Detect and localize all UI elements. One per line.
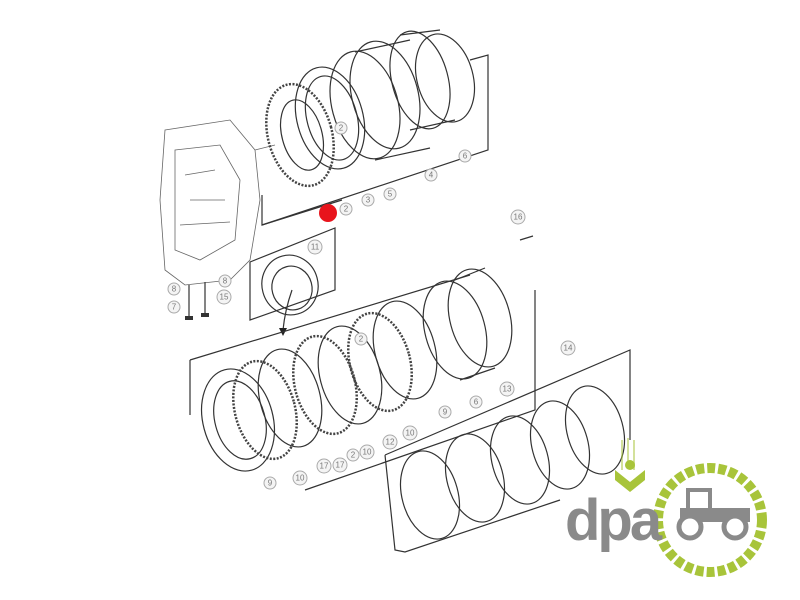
callout-10: 10 [359, 444, 375, 460]
svg-text:2: 2 [351, 451, 356, 460]
svg-text:14: 14 [564, 344, 573, 353]
callout-14: 14 [560, 340, 576, 356]
cover-plate-11 [261, 254, 319, 316]
callout-11: 11 [307, 239, 323, 255]
callout-7: 7 [167, 300, 181, 314]
lower-group-frame [189, 274, 536, 491]
svg-text:2: 2 [359, 335, 364, 344]
spring-rings-14 [399, 385, 626, 540]
spring-frame [384, 349, 631, 553]
svg-text:6: 6 [463, 152, 468, 161]
svg-text:7: 7 [172, 303, 177, 312]
svg-text:6: 6 [474, 398, 479, 407]
callout-4: 4 [424, 168, 438, 182]
callout-12: 12 [382, 434, 398, 450]
svg-text:13: 13 [503, 385, 512, 394]
callout-2: 2 [334, 121, 348, 135]
svg-text:11: 11 [311, 243, 320, 252]
callout-17: 17 [332, 457, 348, 473]
separator-plate-upper [294, 66, 366, 170]
callout-10: 10 [292, 470, 308, 486]
svg-text:9: 9 [268, 479, 273, 488]
svg-text:16: 16 [514, 213, 523, 222]
arrow-indicator [282, 289, 293, 331]
piston-upper [329, 39, 431, 161]
svg-text:5: 5 [388, 190, 393, 199]
svg-text:dpa: dpa [565, 488, 663, 553]
svg-text:3: 3 [366, 196, 371, 205]
callout-15: 15 [216, 289, 232, 305]
callout-2: 2 [339, 202, 353, 216]
callout-9: 9 [438, 405, 452, 419]
svg-text:10: 10 [296, 474, 305, 483]
callout-10: 10 [402, 425, 418, 441]
callout-3: 3 [361, 193, 375, 207]
callout-5: 5 [383, 187, 397, 201]
svg-text:2: 2 [339, 124, 344, 133]
svg-text:17: 17 [336, 461, 345, 470]
callout-8: 8 [218, 274, 232, 288]
callout-2: 2 [346, 448, 360, 462]
svg-text:17: 17 [320, 462, 329, 471]
lower-clutch-pack [201, 267, 513, 472]
svg-text:8: 8 [223, 277, 228, 286]
highlight-marker[interactable] [319, 204, 337, 222]
callout-9: 9 [263, 476, 277, 490]
friction-disc-upper [265, 82, 335, 188]
upper-group-frame [261, 54, 489, 226]
svg-text:4: 4 [429, 171, 434, 180]
dpa-logo: dpa [565, 438, 767, 577]
transmission-housing [159, 119, 276, 286]
callout-6: 6 [458, 149, 472, 163]
svg-text:12: 12 [386, 438, 395, 447]
callout-13: 13 [499, 381, 515, 397]
bolts [185, 235, 534, 320]
drum-upper [389, 29, 476, 131]
callout-8: 8 [167, 282, 181, 296]
callout-labels: 2 6 4 5 3 2 11 16 8 8 15 7 2 13 6 9 10 1… [167, 121, 576, 490]
svg-text:10: 10 [406, 429, 415, 438]
svg-text:15: 15 [220, 293, 229, 302]
callout-6: 6 [469, 395, 483, 409]
svg-text:8: 8 [172, 285, 177, 294]
callout-2: 2 [354, 332, 368, 346]
svg-text:10: 10 [363, 448, 372, 457]
callout-17: 17 [316, 458, 332, 474]
callout-16: 16 [510, 209, 526, 225]
svg-text:9: 9 [443, 408, 448, 417]
svg-text:2: 2 [344, 205, 349, 214]
part-11-frame [249, 227, 336, 321]
